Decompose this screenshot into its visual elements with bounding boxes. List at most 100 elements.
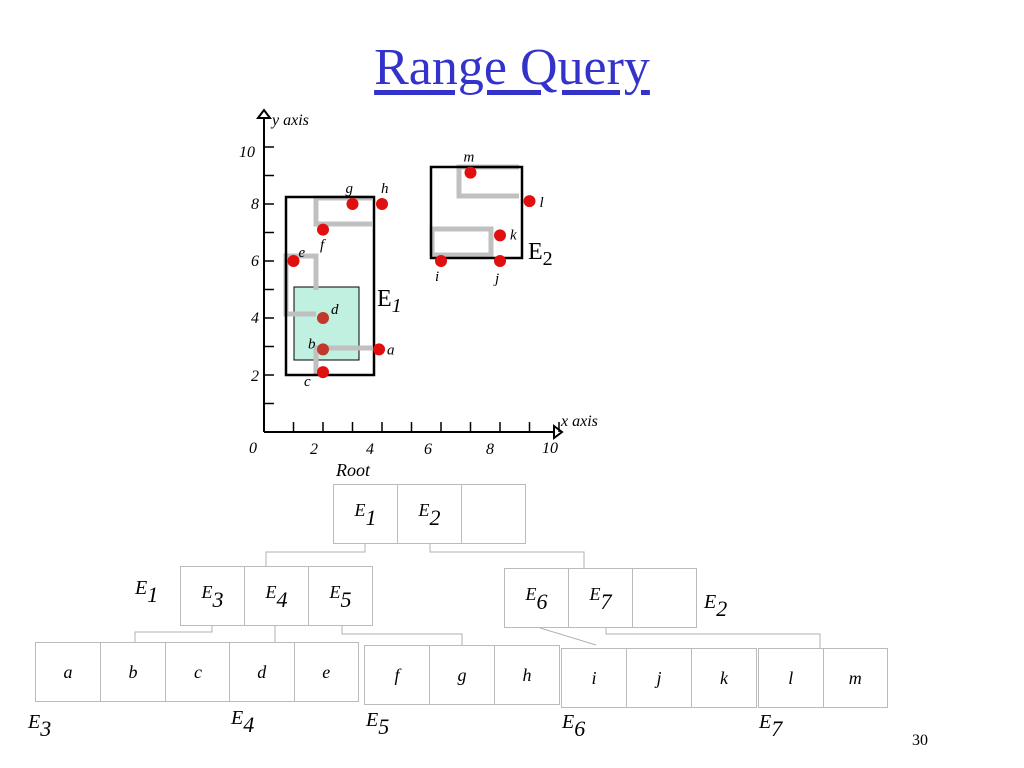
tree-node-label-e1: E1 [135, 577, 159, 607]
tree-leaf-label-e3: E3 [28, 711, 52, 741]
point-j [494, 255, 506, 267]
mbr-e2 [429, 165, 524, 260]
point-k [494, 229, 506, 242]
connector-e5 [341, 624, 463, 645]
point-c [317, 366, 329, 379]
node-entry [461, 485, 525, 543]
y-axis-arrow-icon [256, 108, 272, 119]
y-tick-label: 8 [251, 196, 259, 213]
tree-connectors [134, 543, 821, 648]
point-label-d: d [331, 302, 339, 318]
node-entry: c [165, 643, 230, 701]
point-label-k: k [510, 227, 517, 243]
node-entry: h [494, 646, 559, 704]
point-l [523, 195, 536, 208]
point-g [346, 198, 359, 210]
y-tick-label: 2 [251, 368, 259, 385]
y-tick-label: 6 [251, 253, 259, 270]
x-tick-marks [292, 422, 560, 432]
connector-e6 [536, 626, 597, 646]
node-entry [632, 569, 696, 627]
point-label-m: m [464, 150, 475, 166]
point-label-j: j [493, 271, 499, 287]
path-fgh [313, 195, 372, 227]
point-label-i: i [435, 269, 439, 285]
point-b [317, 343, 329, 356]
point-d [317, 312, 329, 324]
region-label-e2: E2 [528, 239, 553, 270]
x-tick-label: 4 [366, 441, 374, 458]
node-entry: m [822, 649, 888, 707]
tree-leaf-label-e5: E5 [366, 709, 390, 739]
x-axis-arrow-icon [553, 424, 564, 440]
connector-e3 [134, 624, 213, 642]
x-tick-label: 2 [310, 441, 318, 458]
point-e [287, 255, 300, 267]
page-title: Range Query [374, 39, 650, 96]
mbr-e1 [284, 195, 376, 377]
y-tick-marks [264, 146, 274, 405]
tree-leaf-label-e6: E6 [562, 711, 586, 741]
path-abc [313, 345, 372, 374]
data-points [287, 166, 536, 379]
x-tick-label: 0 [249, 440, 257, 457]
tree-leaf-label-e7: E7 [759, 711, 783, 741]
y-tick-label: 10 [239, 144, 255, 161]
point-a [373, 343, 386, 356]
node-entry: e [293, 643, 359, 701]
root-label: Root [336, 460, 370, 480]
axes: y axis x axis 10 8 6 4 2 0 2 4 6 8 10 [239, 108, 598, 458]
y-tick-label: 4 [251, 310, 259, 327]
path-ijk [429, 226, 494, 258]
connector-e7 [605, 627, 821, 648]
x-tick-label: 8 [486, 441, 494, 458]
node-entry: a [63, 661, 73, 682]
point-label-b: b [308, 336, 316, 352]
slide-number: 30 [912, 732, 928, 749]
connector-root-e1 [265, 543, 366, 566]
point-i [435, 255, 447, 267]
node-entry: b [100, 643, 165, 701]
point-label-g: g [346, 181, 354, 197]
point-m [464, 166, 477, 179]
point-label-e: e [299, 245, 306, 261]
point-f [317, 223, 329, 236]
node-entry: k [691, 649, 756, 707]
connector-root-e2 [429, 543, 585, 568]
point-label-h: h [381, 181, 389, 197]
node-entry: i [591, 667, 597, 688]
point-label-a: a [387, 342, 395, 358]
point-label-l: l [540, 195, 544, 211]
region-label-e1: E1 [377, 286, 402, 317]
node-entry: f [394, 664, 400, 685]
node-entry: g [429, 646, 494, 704]
x-tick-label: 10 [542, 440, 558, 457]
tree-leaf-label-e4: E4 [231, 707, 255, 737]
point-label-f: f [320, 238, 326, 254]
x-tick-label: 6 [424, 441, 432, 458]
point-h [376, 198, 388, 210]
y-axis-label: y axis [270, 112, 309, 129]
tree-node-label-e2: E2 [704, 591, 728, 621]
node-entry: d [257, 661, 267, 682]
node-entry: j [626, 649, 691, 707]
point-label-c: c [304, 374, 311, 390]
x-axis-label: x axis [560, 413, 598, 430]
node-entry: l [788, 667, 794, 688]
